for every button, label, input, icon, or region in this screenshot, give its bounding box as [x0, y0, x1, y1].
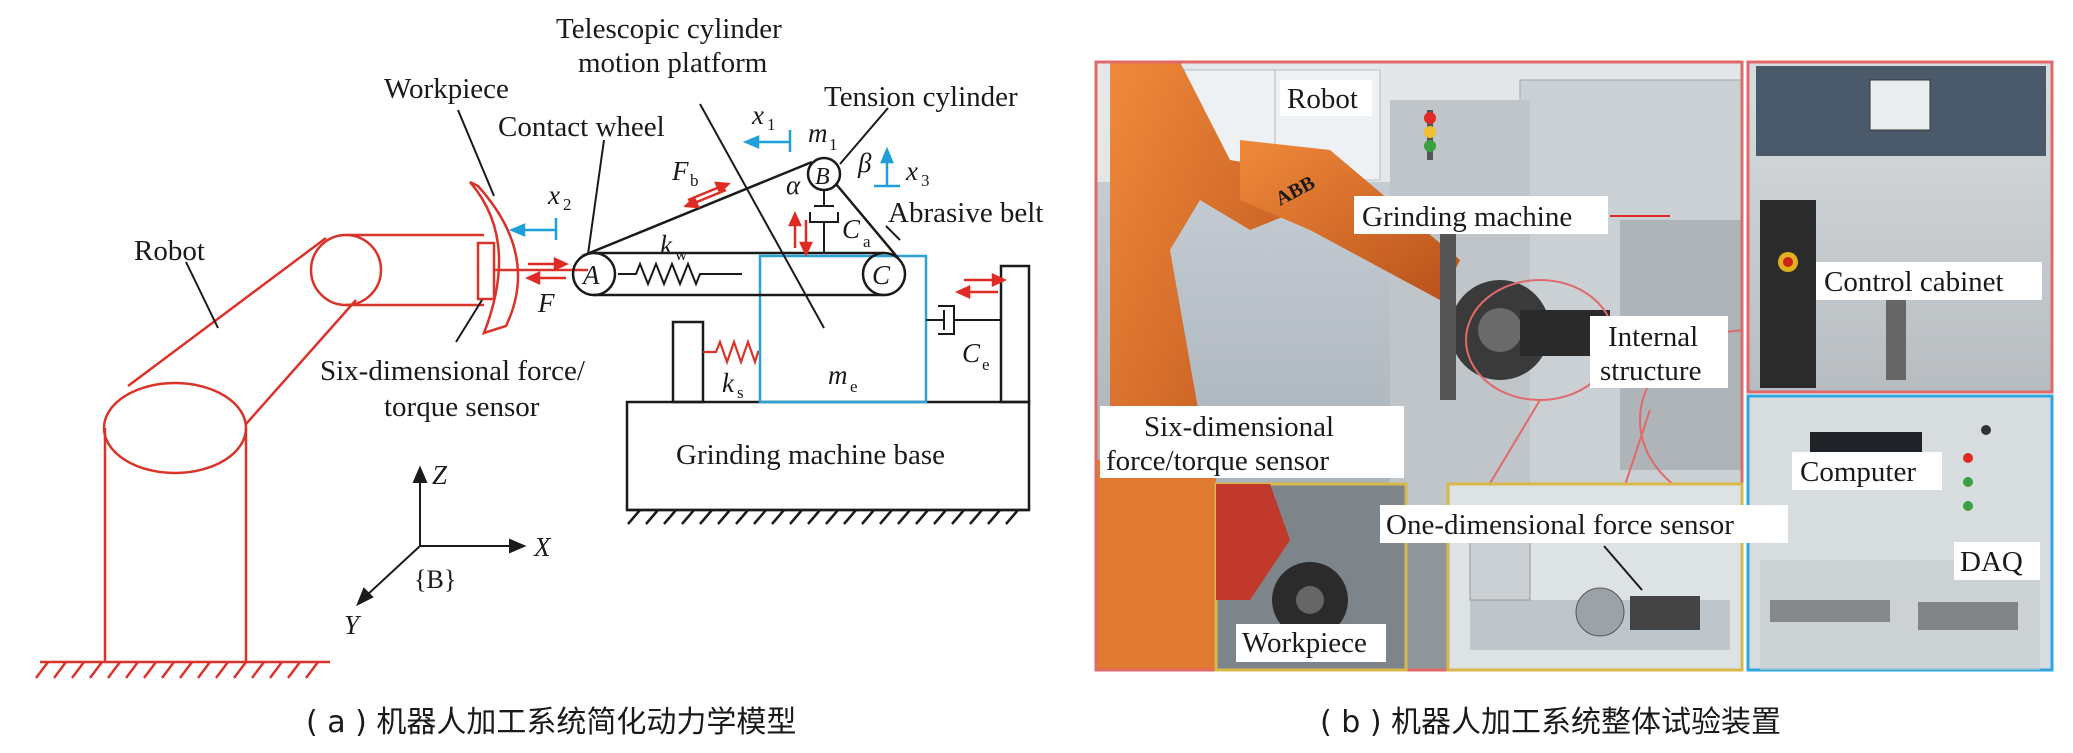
- symbol-x2-sub: 2: [563, 195, 572, 214]
- photo-label-internal-1: Internal: [1608, 321, 1698, 353]
- label-workpiece: Workpiece: [384, 73, 509, 105]
- arrow-ca: [788, 210, 813, 258]
- symbol-fb-sub: b: [690, 171, 699, 190]
- symbol-fb: F: [671, 156, 689, 186]
- photo-label-grinding-machine: Grinding machine: [1362, 201, 1572, 233]
- sensor-pointer: [455, 299, 483, 343]
- photo-label-computer: Computer: [1800, 456, 1916, 488]
- node-a: A: [581, 260, 600, 290]
- symbol-alpha: α: [786, 170, 801, 200]
- contact-wheel-pointer: [587, 139, 605, 255]
- spring-ks: [703, 338, 760, 366]
- symbol-x1-sub: 1: [767, 115, 776, 134]
- photo-label-one-dim-sensor: One-dimensional force sensor: [1386, 509, 1734, 541]
- arrow-x1: [742, 130, 792, 152]
- damper-ca: [809, 190, 839, 253]
- dynamics-model-diagram: Z X Y {B} Grinding machine base k s m e …: [35, 13, 1043, 679]
- axis-y-label: Y: [344, 610, 362, 640]
- label-tension-cylinder: Tension cylinder: [824, 81, 1018, 113]
- symbol-ce-sub: e: [982, 355, 990, 374]
- axis-x-label: X: [533, 532, 552, 562]
- label-telescopic-2: motion platform: [578, 47, 768, 79]
- symbol-me-sub: e: [850, 377, 858, 396]
- symbol-f: F: [537, 288, 555, 318]
- node-c: C: [872, 260, 891, 290]
- symbol-ca: C: [842, 214, 861, 244]
- label-sensor-1: Six-dimensional force/: [320, 355, 586, 387]
- belt-pointer: [885, 225, 901, 241]
- computer-panel: [1746, 394, 2054, 672]
- symbol-beta: β: [857, 148, 872, 178]
- symbol-me: m: [828, 360, 848, 390]
- photo-label-sensor-2: force/torque sensor: [1106, 445, 1329, 477]
- grinding-machine-base: [625, 264, 1031, 525]
- axis-z-label: Z: [432, 460, 448, 490]
- robot-pointer: [185, 261, 219, 329]
- base-label: Grinding machine base: [676, 439, 945, 471]
- label-robot: Robot: [134, 235, 205, 267]
- symbol-ce: C: [962, 338, 981, 368]
- symbol-ks: k: [722, 368, 735, 398]
- robot-ground: [35, 660, 330, 679]
- photo-label-sensor-1: Six-dimensional: [1144, 411, 1334, 443]
- coordinate-frame: [356, 465, 527, 607]
- experimental-setup-photo: ABB: [1094, 60, 2054, 672]
- motion-platform-box: [758, 254, 928, 404]
- label-contact-wheel: Contact wheel: [498, 111, 665, 143]
- caption-a: ( a ) 机器人加工系统简化动力学模型: [306, 705, 796, 740]
- main-photo-panel: ABB: [1094, 60, 1744, 672]
- arrow-f: [524, 257, 570, 285]
- arrow-fb: [683, 181, 731, 209]
- spring-kw: [618, 261, 742, 287]
- telescopic-pointer: [699, 103, 825, 329]
- caption-b: ( b ) 机器人加工系统整体试验装置: [1320, 705, 1781, 740]
- photo-label-robot: Robot: [1287, 83, 1358, 115]
- symbol-ks-sub: s: [737, 383, 744, 402]
- control-cabinet-panel: [1746, 60, 2054, 394]
- frame-label: {B}: [414, 565, 456, 594]
- symbol-ca-sub: a: [863, 232, 871, 251]
- label-abrasive-belt: Abrasive belt: [888, 197, 1043, 229]
- arrow-x3: [874, 146, 900, 188]
- photo-label-workpiece: Workpiece: [1242, 627, 1367, 659]
- node-b: B: [815, 164, 830, 190]
- workpiece-pointer: [457, 109, 495, 197]
- label-sensor-2: torque sensor: [384, 391, 540, 423]
- symbol-m1: m: [808, 118, 828, 148]
- arrow-ce: [954, 273, 1008, 299]
- symbol-x3: x: [905, 156, 918, 186]
- damper-ce: [926, 305, 1001, 335]
- symbol-x3-sub: 3: [921, 171, 930, 190]
- symbol-m1-sub: 1: [829, 135, 838, 154]
- symbol-kw: k: [660, 230, 673, 260]
- photo-label-internal-2: structure: [1600, 355, 1701, 387]
- photo-label-control-cabinet: Control cabinet: [1824, 266, 2004, 298]
- symbol-x2: x: [547, 180, 560, 210]
- label-telescopic-1: Telescopic cylinder: [556, 13, 782, 45]
- abrasive-belt: [571, 156, 907, 297]
- tension-pointer: [839, 107, 889, 165]
- arrow-x2: [508, 218, 558, 240]
- photo-label-daq: DAQ: [1960, 546, 2023, 578]
- symbol-kw-sub: w: [675, 245, 688, 264]
- symbol-x1: x: [751, 100, 764, 130]
